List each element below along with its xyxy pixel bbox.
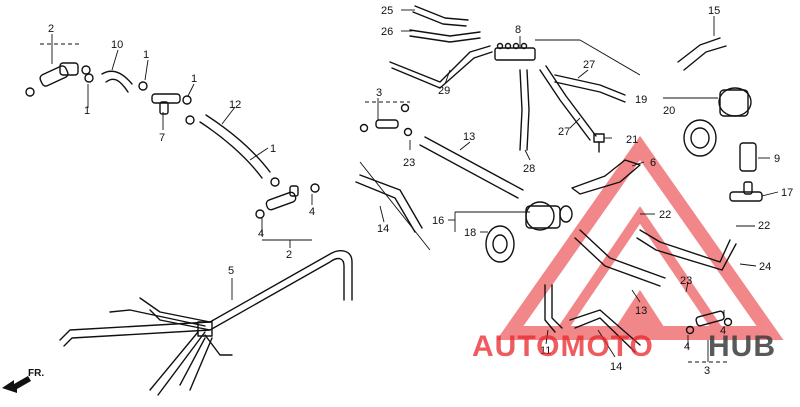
part-24-hose xyxy=(636,229,737,271)
front-label: FR. xyxy=(28,368,44,379)
part-27-hose xyxy=(539,65,626,141)
part-3-fittings xyxy=(359,103,413,137)
part-21-bolt xyxy=(593,133,605,153)
callout-1d: 1 xyxy=(270,143,276,155)
callout-25: 25 xyxy=(381,5,393,17)
leader-lines xyxy=(40,9,779,363)
part-2-valve xyxy=(25,62,91,97)
watermark-text-dark: HUB xyxy=(708,330,776,363)
callout-16: 16 xyxy=(432,215,444,227)
callout-1c: 1 xyxy=(191,73,197,85)
callout-19: 19 xyxy=(635,94,647,106)
callout-28: 28 xyxy=(523,163,535,175)
front-direction-indicator: FR. xyxy=(2,368,44,393)
callout-27a: 27 xyxy=(583,59,595,71)
callout-23-upper: 23 xyxy=(403,157,415,169)
callout-5: 5 xyxy=(228,265,234,277)
part-8-connector xyxy=(494,42,536,61)
part-14-lower-hose xyxy=(569,309,641,353)
part-25-hose xyxy=(412,5,469,27)
part-20-valve xyxy=(683,87,752,157)
part-2-lower-valve xyxy=(255,177,320,219)
part-13-lower-hose xyxy=(574,229,666,287)
part-7-t-joint xyxy=(151,93,195,125)
part-14-hose xyxy=(355,161,431,251)
part-9-tube xyxy=(739,142,757,172)
part-15-hose xyxy=(677,37,727,71)
clip-1a xyxy=(84,73,94,83)
callout-22-a: 22 xyxy=(659,209,671,221)
callout-15: 15 xyxy=(708,5,720,17)
part-6-bracket xyxy=(571,159,641,195)
part-10-hose xyxy=(101,70,133,93)
callout-21: 21 xyxy=(626,134,638,146)
callout-17: 17 xyxy=(781,187,793,199)
callout-12: 12 xyxy=(229,99,241,111)
part-16-valve xyxy=(525,201,573,231)
callout-labels: 25 26 8 15 2 10 1 1 1 7 12 1 29 27 19 20… xyxy=(48,5,793,377)
part-11-hose xyxy=(544,284,563,333)
callout-3-upper: 3 xyxy=(376,87,382,99)
part-13-hose xyxy=(419,136,524,199)
callout-22-b: 22 xyxy=(758,220,770,232)
watermark-text-red: AUTOMOTO xyxy=(472,330,654,363)
part-26-hose xyxy=(409,29,481,43)
callout-18: 18 xyxy=(464,227,476,239)
part-28-hose xyxy=(519,69,530,151)
callout-4-d: 4 xyxy=(720,325,726,337)
callout-7: 7 xyxy=(159,132,165,144)
part-5-hose-assembly xyxy=(59,250,353,396)
callout-10: 10 xyxy=(111,39,123,51)
callout-11: 11 xyxy=(540,345,551,357)
callout-27b: 27 xyxy=(558,126,570,138)
callout-6: 6 xyxy=(650,157,656,169)
watermark-logo xyxy=(496,135,784,340)
callout-1b: 1 xyxy=(84,105,90,117)
callout-13-upper: 13 xyxy=(463,131,475,143)
callout-8: 8 xyxy=(515,24,521,36)
callout-13-lower: 13 xyxy=(635,305,647,317)
callout-24: 24 xyxy=(759,261,771,273)
callout-4-a: 4 xyxy=(309,206,315,218)
callout-2-lower: 2 xyxy=(286,249,292,261)
clip-1b xyxy=(138,81,148,91)
callout-14-lower: 14 xyxy=(610,361,622,373)
part-18-clamp xyxy=(485,225,515,263)
callout-1a: 1 xyxy=(143,49,149,61)
callout-9: 9 xyxy=(774,153,780,165)
callout-3-lower: 3 xyxy=(704,365,710,377)
part-17-t-joint xyxy=(729,181,763,202)
callout-2-top: 2 xyxy=(48,23,54,35)
callout-29: 29 xyxy=(438,85,450,97)
callout-26: 26 xyxy=(381,26,393,38)
callout-23-lower: 23 xyxy=(680,275,692,287)
callout-20: 20 xyxy=(663,105,675,117)
part-12-hose xyxy=(199,114,271,179)
arrow-left-icon xyxy=(2,376,31,393)
watermark-text: AUTOMOTO HUB xyxy=(472,330,776,363)
part-29-hose xyxy=(389,45,493,89)
callout-14-left: 14 xyxy=(377,223,389,235)
callout-4-c: 4 xyxy=(684,341,690,353)
callout-4-b: 4 xyxy=(258,228,264,240)
